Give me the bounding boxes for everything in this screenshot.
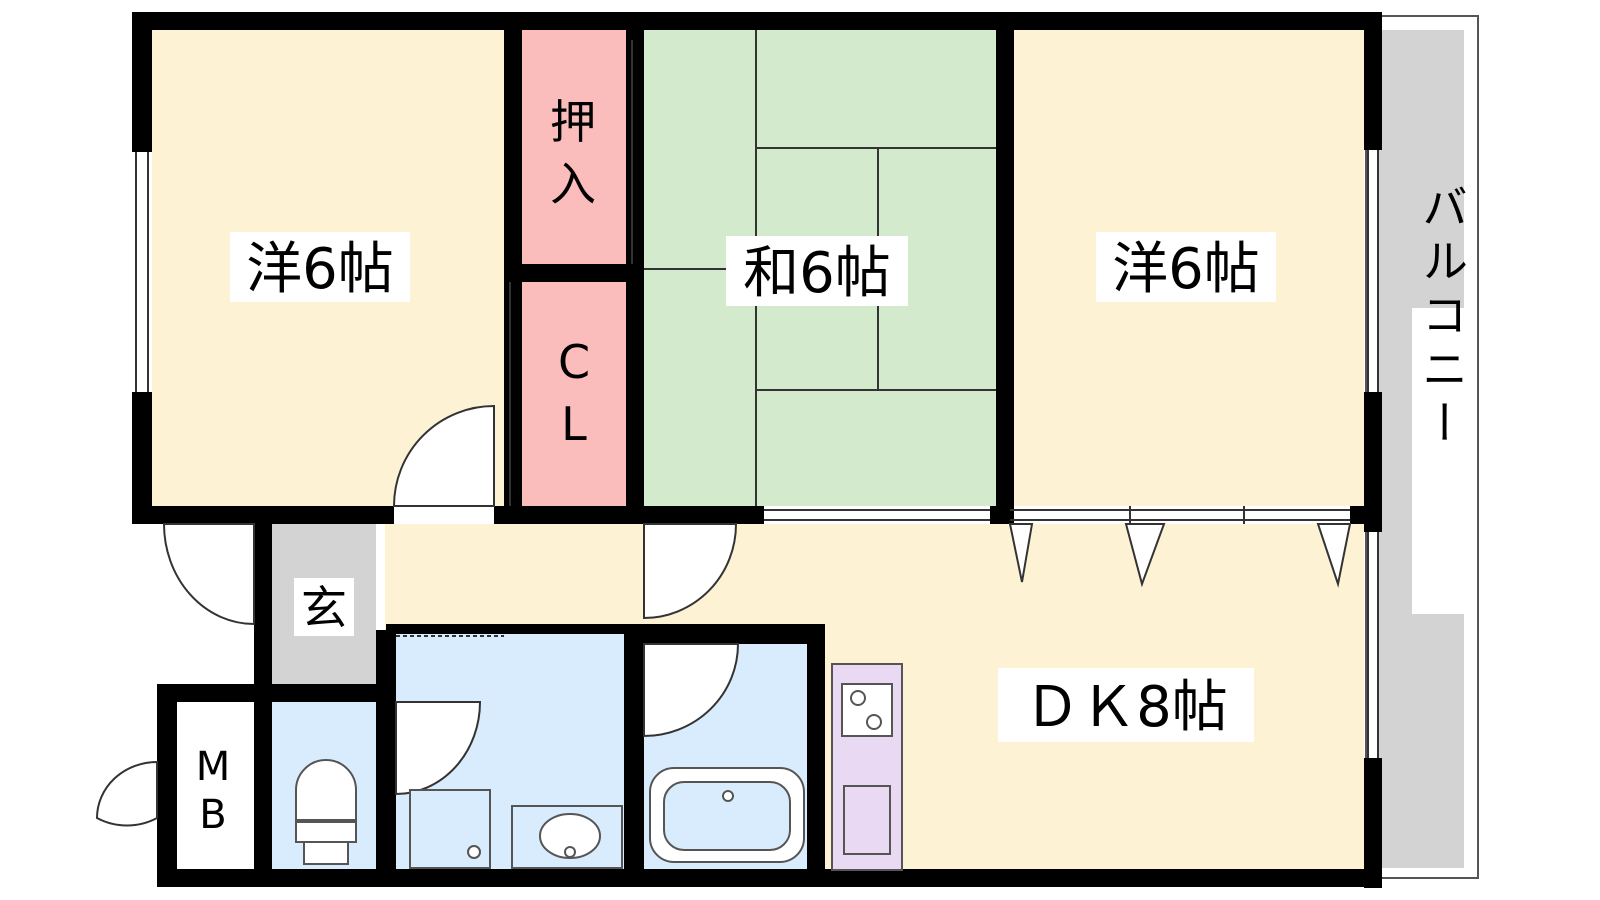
kitchen-counter <box>831 663 903 871</box>
walls <box>132 12 1382 888</box>
oshiire-floor <box>522 28 626 264</box>
sink-icon <box>843 785 891 855</box>
closet-floor <box>522 282 626 506</box>
oshiire-label-bottom: 入 <box>550 157 596 211</box>
closet-label-top: C <box>558 335 590 389</box>
entrance-label: 玄 <box>301 581 347 635</box>
toilet-icon <box>295 759 357 865</box>
dk-label: ＤＫ8帖 <box>1024 675 1228 740</box>
closet-label-bottom: L <box>561 397 587 451</box>
meter-box-label-bottom: B <box>199 792 226 838</box>
west-room-label: 洋6帖 <box>246 237 394 302</box>
japanese-room-label: 和6帖 <box>743 241 891 306</box>
closet-fold-marks <box>1008 523 1352 588</box>
meter-box-label-top: M <box>196 744 231 790</box>
stove-burner-icon <box>866 714 882 730</box>
label-backgrounds <box>182 232 1472 842</box>
bathtub-icon <box>649 767 805 863</box>
doors <box>95 404 740 827</box>
oshiire-label-top: 押 <box>550 95 596 149</box>
washer-icon <box>409 789 491 869</box>
stove-burner-icon <box>850 690 866 706</box>
windows <box>135 40 1379 758</box>
east-room-label: 洋6帖 <box>1112 237 1260 302</box>
washbasin-icon <box>511 805 623 869</box>
balcony-label: バルコニー <box>1415 183 1469 453</box>
